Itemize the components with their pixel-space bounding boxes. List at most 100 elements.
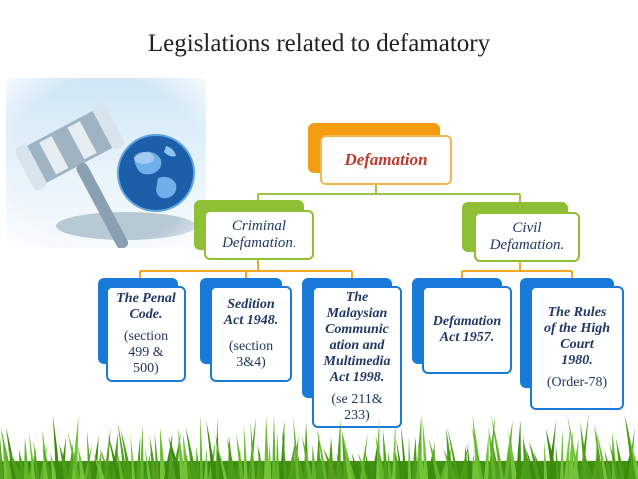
grass-blade	[387, 450, 393, 479]
grass-blade	[545, 428, 558, 479]
grass-blade	[323, 447, 338, 479]
grass-blade	[491, 415, 504, 479]
grass-blade	[544, 441, 548, 479]
grass-blade	[422, 418, 429, 479]
penal-code-line-1: The Penal	[116, 290, 176, 306]
grass-blade	[7, 447, 22, 479]
node-criminal-defamation: Criminal Defamation.	[194, 200, 314, 260]
grass-blade	[312, 444, 317, 479]
sedition-note-2: 3&4)	[236, 355, 266, 371]
node-criminal-label: Criminal	[231, 217, 287, 234]
grass-blade	[24, 437, 30, 479]
grass-blade	[281, 429, 288, 479]
grass-blade	[28, 432, 36, 479]
gavel-and-globe-image	[6, 78, 206, 248]
grass-blade	[316, 428, 328, 479]
grass-blade	[154, 432, 160, 479]
grass-blade	[185, 452, 193, 479]
multimedia-line-1: The	[345, 289, 369, 305]
grass-blade	[316, 430, 321, 479]
node-defamation: Defamation	[308, 123, 452, 185]
grass-blade	[595, 426, 608, 479]
grass-blade	[604, 449, 613, 479]
grass-blade	[428, 439, 441, 479]
grass-blade	[272, 414, 277, 479]
grass-blade	[522, 435, 529, 479]
grass-blade	[564, 425, 571, 479]
grass-blade	[351, 452, 361, 479]
grass-blade	[276, 431, 280, 479]
rules-line-1: The Rules	[547, 304, 607, 320]
grass-blade	[0, 427, 13, 479]
grass-blade	[523, 439, 532, 479]
grass-blade	[528, 440, 542, 479]
grass-blade	[168, 434, 174, 479]
node-rules-high-court: The Rules of the High Court 1980. (Order…	[520, 278, 624, 410]
grass-blade	[336, 454, 345, 479]
grass-blade	[250, 421, 256, 479]
grass-blade	[227, 437, 237, 479]
grass-blade	[149, 436, 157, 479]
grass-blade	[396, 438, 404, 479]
grass-blade	[491, 438, 500, 479]
node-criminal-suffix: .	[292, 236, 296, 250]
grass-blade	[215, 441, 228, 479]
defamation-act-line-1: Defamation	[432, 313, 502, 329]
grass-blade	[93, 453, 106, 479]
grass-blade	[78, 445, 86, 479]
grass-blade	[144, 447, 152, 479]
node-civil-defamation: Civil Defamation.	[462, 202, 580, 262]
grass-blade	[50, 452, 58, 479]
node-civil-label: Civil	[512, 219, 542, 236]
node-multimedia-act: The Malaysian Communic ation and Multime…	[302, 278, 402, 428]
rules-line-4: 1980.	[561, 353, 593, 369]
sedition-line-1: Sedition	[227, 296, 275, 312]
grass-blade	[548, 419, 557, 479]
node-civil-label2: Defamation.	[489, 237, 565, 253]
grass-blade	[382, 429, 389, 479]
grass-blade	[582, 450, 594, 479]
grass-blade	[196, 446, 200, 479]
grass-blade	[428, 447, 434, 479]
grass-blade	[301, 435, 313, 479]
multimedia-line-5: Multimedia	[323, 354, 391, 369]
grass-blade	[86, 430, 92, 479]
defamation-act-line-2: Act 1957.	[439, 330, 495, 345]
grass-blade	[629, 437, 638, 479]
grass-blade	[164, 435, 173, 479]
grass-blade	[236, 432, 245, 479]
grass-blade	[555, 444, 560, 479]
grass-blade	[297, 452, 305, 479]
grass-blade	[33, 440, 40, 479]
grass-blade	[178, 427, 186, 479]
grass-blade	[392, 422, 396, 479]
grass-blade	[447, 427, 460, 479]
grass-blade	[243, 424, 248, 479]
node-sedition-act: Sedition Act 1948. (section 3&4)	[200, 278, 292, 382]
grass-blade	[567, 413, 580, 479]
penal-code-line-2: Code.	[129, 306, 163, 322]
grass-blade	[257, 443, 264, 479]
grass-blade	[412, 436, 418, 479]
multimedia-note-1: (se 211&	[331, 392, 383, 408]
grass-blade	[464, 445, 469, 479]
grass-blade	[467, 444, 472, 479]
rules-line-3: Court	[560, 336, 594, 352]
grass-blade	[408, 436, 412, 479]
rules-line-2: of the High	[543, 320, 611, 336]
grass-blade	[268, 443, 272, 479]
grass-blade	[67, 431, 80, 479]
grass-blade	[264, 416, 270, 479]
grass-blade	[319, 454, 325, 479]
grass-blade	[204, 447, 208, 479]
grass-blade	[293, 417, 300, 479]
grass-blade	[593, 424, 604, 479]
grass-blade	[560, 428, 564, 479]
grass-blade	[440, 454, 449, 479]
grass-blade	[400, 424, 408, 479]
grass-blade	[99, 447, 112, 479]
rules-note-1: (Order-78)	[546, 375, 608, 391]
grass-blade	[609, 442, 620, 479]
grass-blade	[140, 424, 144, 479]
grass-blade	[200, 414, 204, 479]
